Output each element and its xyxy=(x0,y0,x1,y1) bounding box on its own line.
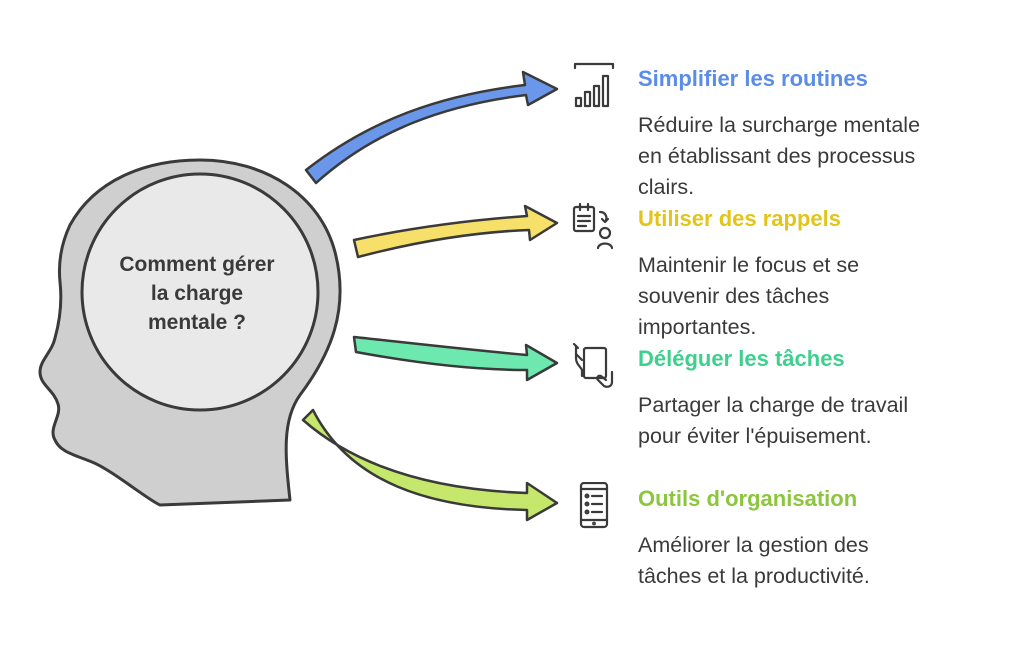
description-line: pour éviter l'épuisement. xyxy=(638,424,872,448)
item-title: Utiliser des rappels xyxy=(638,206,841,231)
description-line: importantes. xyxy=(638,315,757,339)
description-line: Partager la charge de travail xyxy=(638,393,909,417)
arrow-4 xyxy=(301,408,559,522)
checklist-reminder-icon xyxy=(572,202,614,250)
central-question-line-3: mentale ? xyxy=(147,311,247,334)
item-description: Améliorer la gestion des tâches et la pr… xyxy=(638,530,988,592)
arrow-1 xyxy=(304,70,559,185)
description-line: Améliorer la gestion des xyxy=(638,533,869,557)
description-line: Réduire la surcharge mentale xyxy=(638,113,921,137)
arrow-2 xyxy=(352,204,559,259)
item-title: Simplifier les routines xyxy=(638,66,868,91)
head-circle xyxy=(80,172,320,412)
mobile-list-icon xyxy=(579,482,609,529)
central-question-line-1: Comment gérer xyxy=(119,253,275,276)
item-description: Réduire la surcharge mentale en établiss… xyxy=(638,110,988,203)
description-line: clairs. xyxy=(638,175,695,199)
item-description: Partager la charge de travail pour évite… xyxy=(638,390,988,452)
item-title: Outils d'organisation xyxy=(638,486,858,511)
arrow-3 xyxy=(352,335,559,382)
description-line: souvenir des tâches xyxy=(638,284,830,308)
bar-chart-icon xyxy=(573,62,615,108)
central-question: Comment gérer la charge mentale ? xyxy=(92,250,302,337)
item-title: Déléguer les tâches xyxy=(638,346,845,371)
description-line: Maintenir le focus et se xyxy=(638,253,860,277)
central-question-line-2: la charge xyxy=(150,282,244,305)
hand-over-document-icon xyxy=(572,342,614,388)
description-line: en établissant des processus xyxy=(638,144,916,168)
description-line: tâches et la productivité. xyxy=(638,564,870,588)
item-description: Maintenir le focus et se souvenir des tâ… xyxy=(638,250,988,343)
